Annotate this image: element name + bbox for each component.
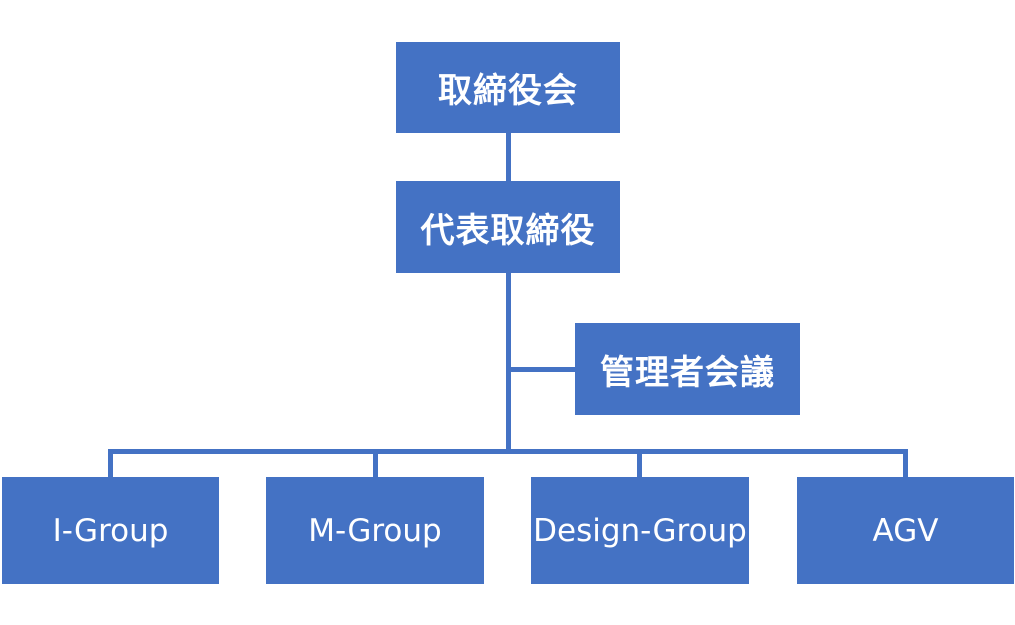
group-box-design-group: Design-Group (531, 477, 749, 584)
connector-to-agv (903, 449, 908, 477)
connector-board-to-ceo (506, 133, 511, 181)
group-label-agv: AGV (872, 512, 939, 549)
group-box-m-group: M-Group (266, 477, 484, 584)
connector-to-i-group (108, 449, 113, 477)
management-meeting-label: 管理者会議 (600, 352, 775, 393)
ceo-label: 代表取締役 (420, 210, 596, 251)
connector-to-design-group (637, 449, 642, 477)
connector-to-m-group (373, 449, 378, 477)
connector-groups-horizontal (108, 449, 908, 454)
group-box-agv: AGV (797, 477, 1014, 584)
group-box-i-group: I-Group (2, 477, 219, 584)
group-label-m-group: M-Group (308, 512, 442, 549)
connector-ceo-to-meeting (506, 367, 575, 372)
connector-ceo-trunk (506, 273, 511, 453)
board-of-directors-box: 取締役会 (396, 42, 620, 133)
group-label-design-group: Design-Group (533, 512, 747, 549)
ceo-box: 代表取締役 (396, 181, 620, 273)
board-of-directors-label: 取締役会 (438, 71, 578, 111)
management-meeting-box: 管理者会議 (575, 323, 800, 415)
group-label-i-group: I-Group (52, 512, 169, 549)
